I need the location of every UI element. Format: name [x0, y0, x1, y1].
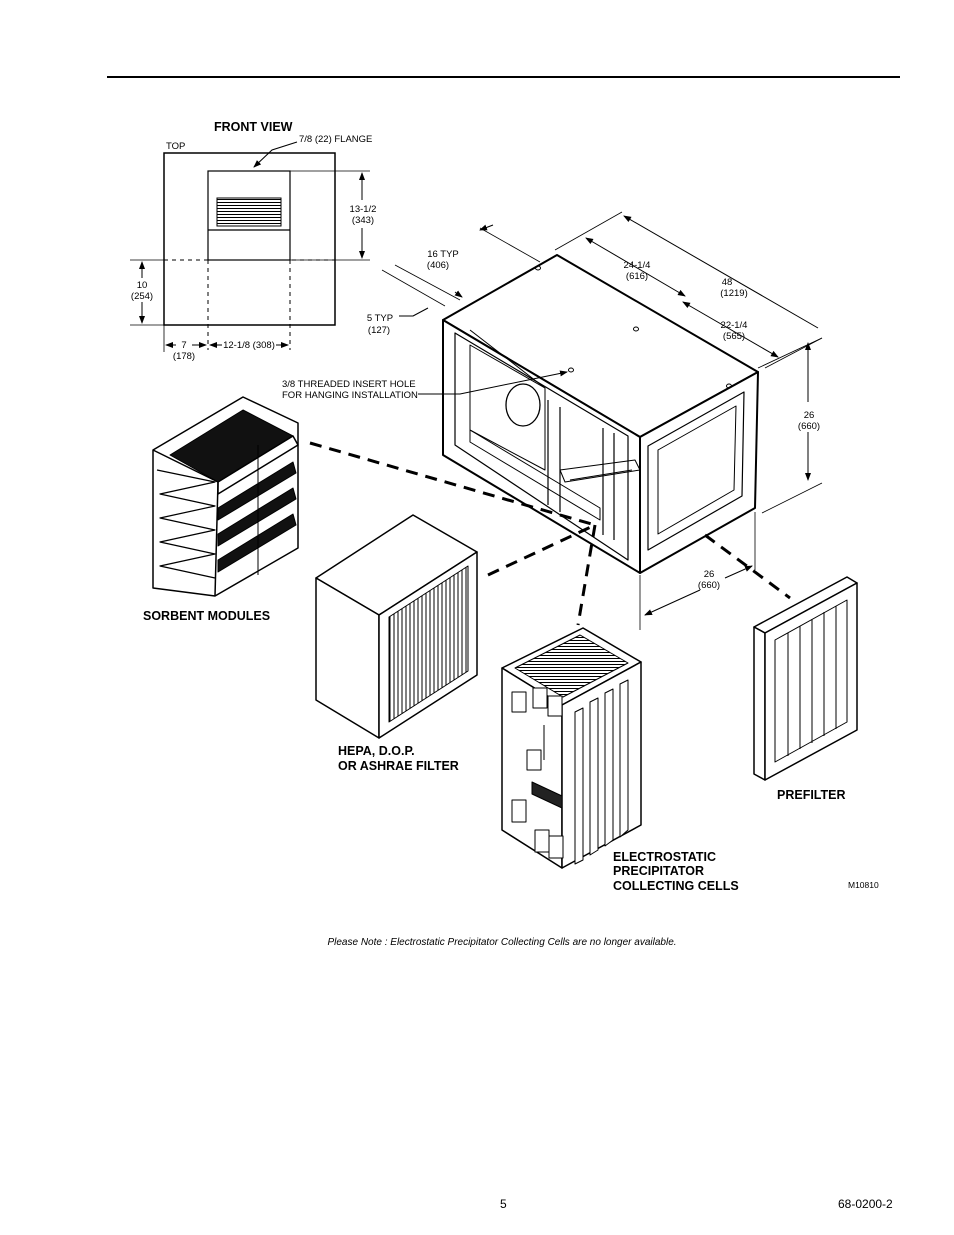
dim-7-mm: (178)	[173, 351, 195, 362]
hepa-label-2: OR ASHRAE FILTER	[338, 759, 459, 773]
dim-5-typ-mm: (127)	[368, 325, 390, 336]
dim-26-width: 26	[704, 569, 715, 580]
header-rule	[107, 76, 900, 78]
dim-22-quarter-mm: (565)	[723, 331, 745, 342]
dim-7: 7	[181, 340, 186, 351]
hepa-filter-drawing	[315, 514, 478, 739]
dim-26-height-mm: (660)	[798, 421, 820, 432]
dim-26-width-mm: (660)	[698, 580, 720, 591]
availability-note: Please Note : Electrostatic Precipitator…	[0, 937, 954, 948]
dim-13-half-mm: (343)	[352, 215, 374, 226]
dim-48: 48	[722, 277, 733, 288]
front-view-drawing	[130, 141, 370, 352]
page-number: 5	[500, 1197, 507, 1211]
sorbent-modules-drawing	[152, 396, 299, 597]
dim-12-eighth: 12-1/8 (308)	[223, 340, 275, 351]
flange-label: 7/8 (22) FLANGE	[299, 134, 372, 145]
dim-24-quarter: 24-1/4	[624, 260, 651, 271]
hepa-label-1: HEPA, D.O.P.	[338, 744, 415, 758]
availability-note-text: Please Note : Electrostatic Precipitator…	[327, 937, 677, 948]
dim-26-height: 26	[804, 410, 815, 421]
document-number: 68-0200-2	[838, 1197, 893, 1211]
electrostatic-label-3: COLLECTING CELLS	[613, 879, 739, 893]
figure-code: M10810	[848, 880, 879, 890]
dim-16-typ-mm: (406)	[427, 260, 449, 271]
housing-drawing	[381, 211, 823, 630]
front-view-title: FRONT VIEW	[214, 120, 293, 134]
top-label: TOP	[166, 141, 185, 152]
prefilter-label: PREFILTER	[777, 788, 846, 802]
dim-5-typ: 5 TYP	[367, 313, 393, 324]
assembly-leaders	[309, 441, 791, 626]
dim-22-quarter: 22-1/4	[721, 320, 748, 331]
electrostatic-label-1: ELECTROSTATIC	[613, 850, 716, 864]
insert-hole-label-1: 3/8 THREADED INSERT HOLE	[282, 379, 416, 390]
dim-10-mm: (254)	[131, 291, 153, 302]
electrostatic-cells-drawing	[501, 627, 642, 869]
dim-10: 10	[137, 280, 148, 291]
dim-48-mm: (1219)	[720, 288, 747, 299]
dim-16-typ: 16 TYP	[427, 249, 459, 260]
electrostatic-label-2: PRECIPITATOR	[613, 864, 704, 878]
sorbent-modules-label: SORBENT MODULES	[143, 609, 270, 623]
insert-hole-label-2: FOR HANGING INSTALLATION	[282, 390, 418, 401]
dim-24-quarter-mm: (616)	[626, 271, 648, 282]
dim-13-half: 13-1/2	[350, 204, 377, 215]
prefilter-drawing	[753, 576, 858, 781]
